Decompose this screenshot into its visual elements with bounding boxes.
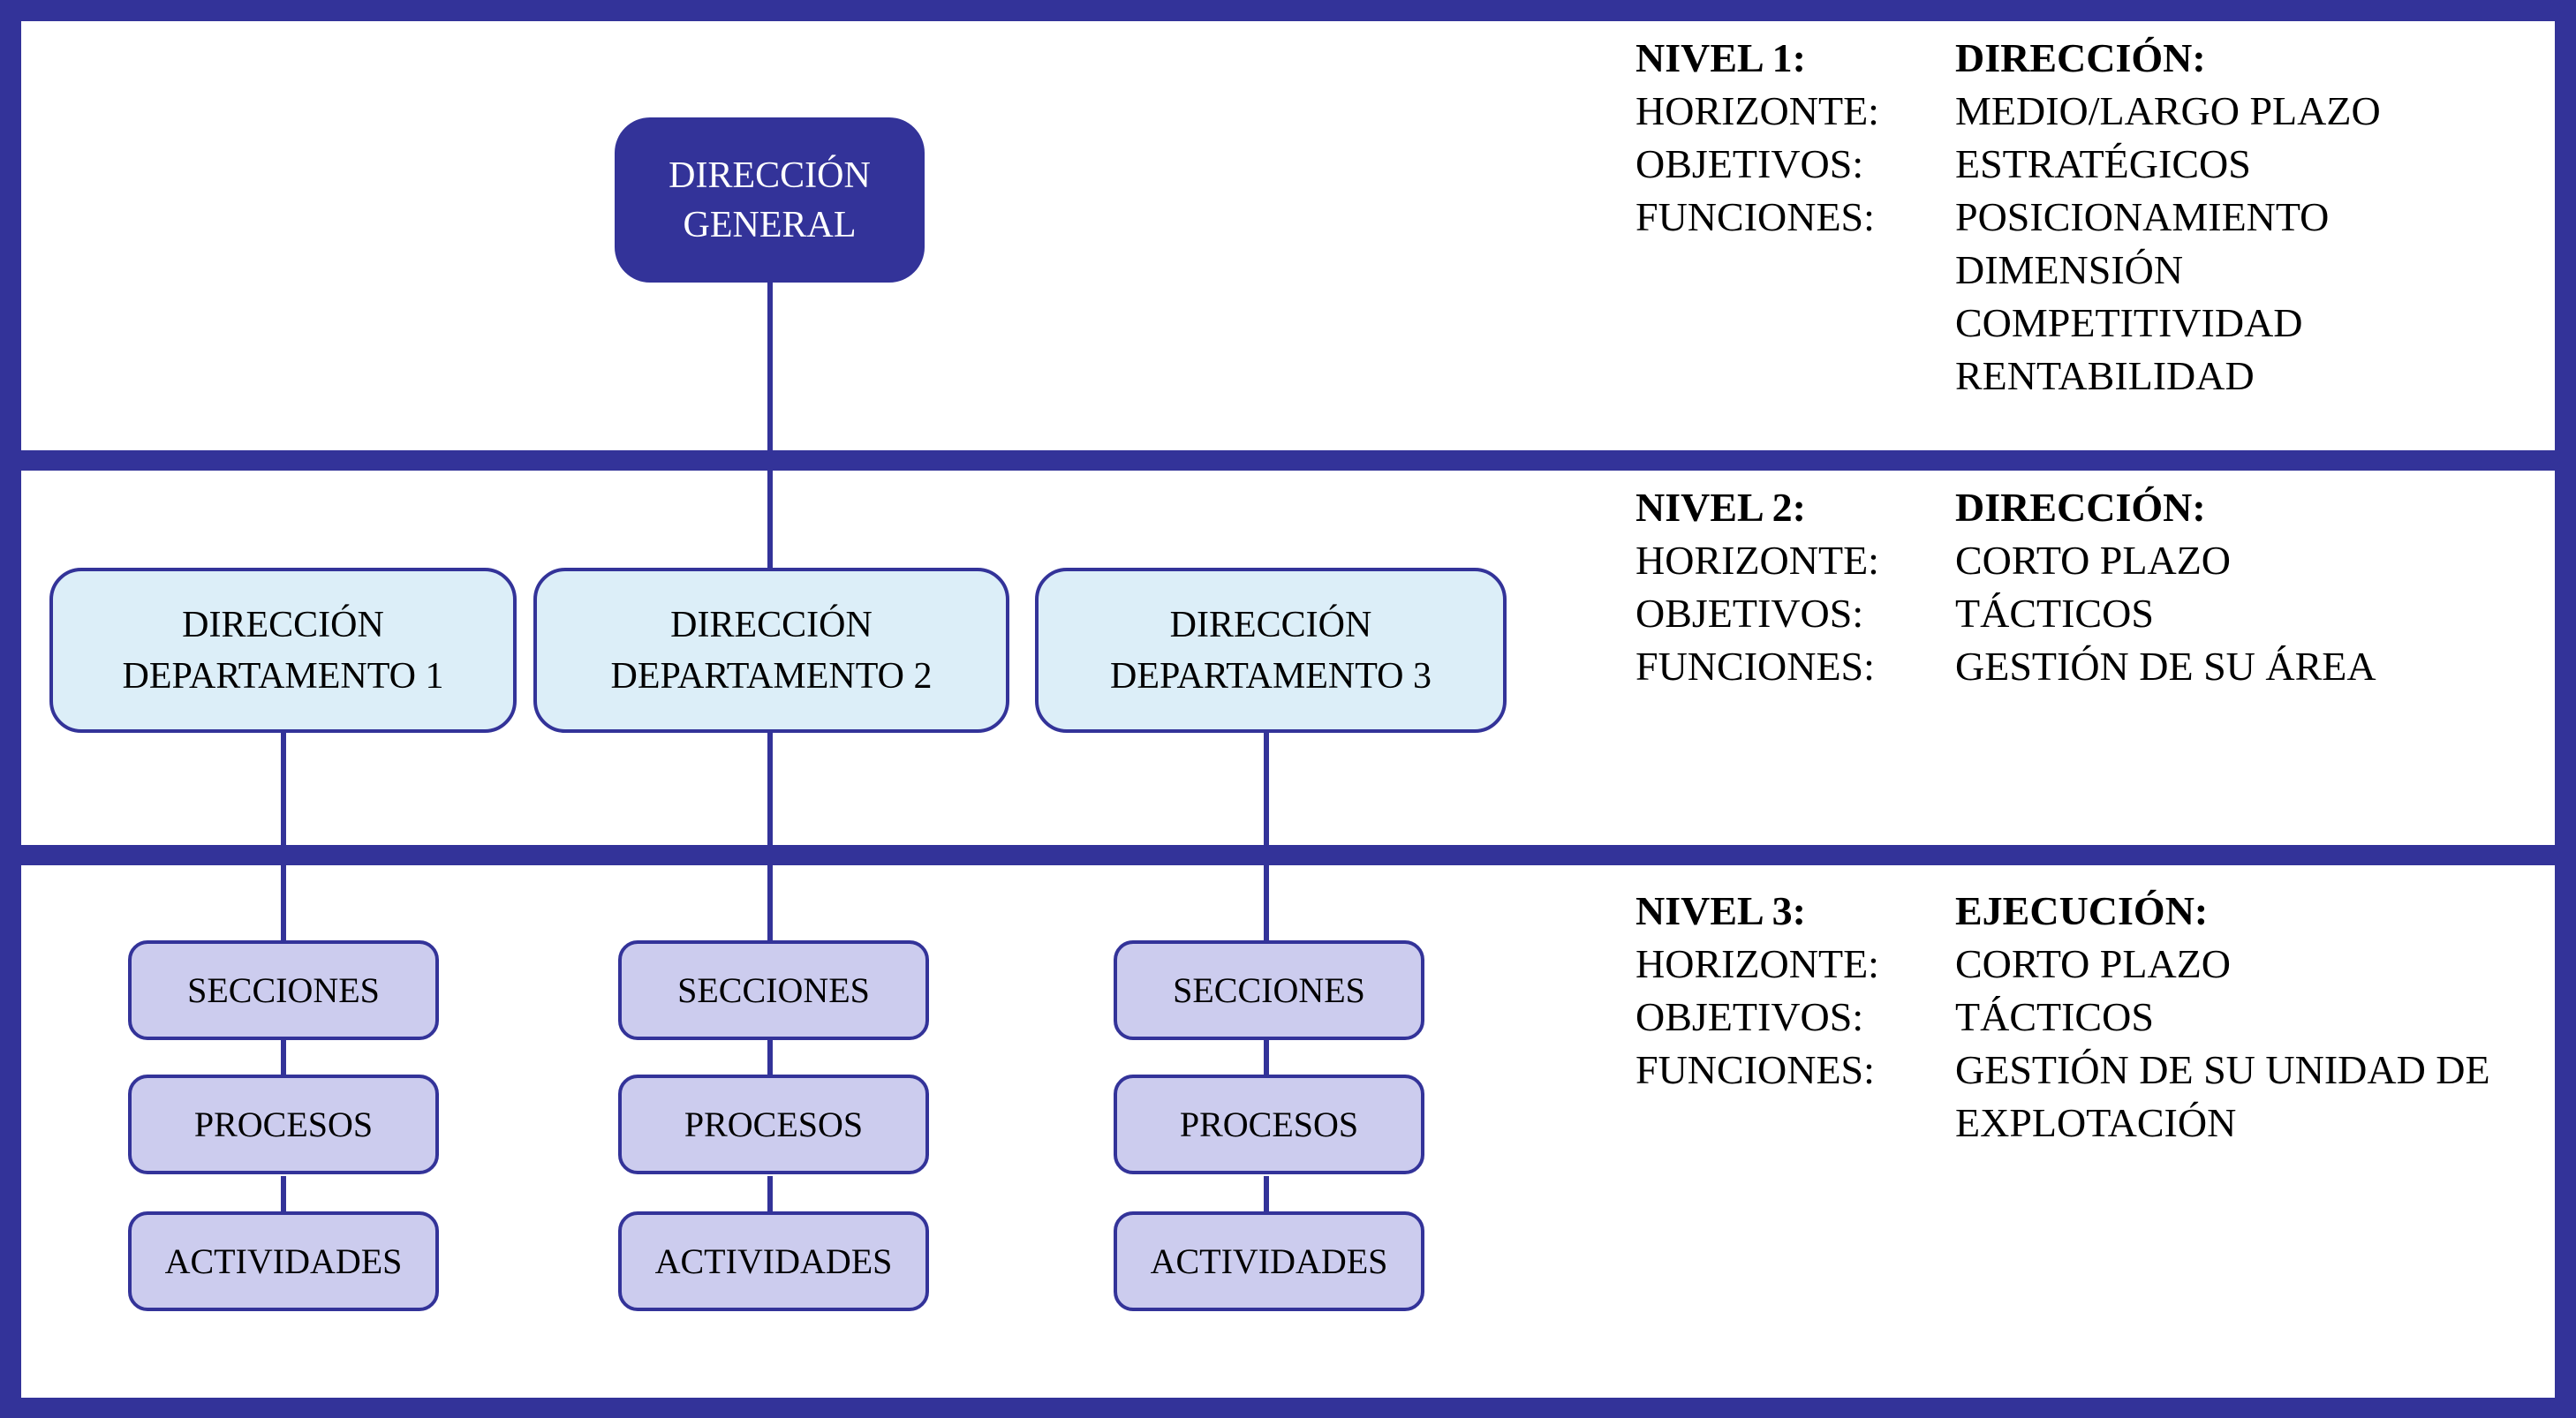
node-label-line: DIRECCIÓN bbox=[670, 604, 873, 645]
level-row-value: TÁCTICOS bbox=[1955, 591, 2154, 636]
level-row-label: NIVEL 2: bbox=[1635, 485, 1806, 530]
node-direccion-departamento-3: DIRECCIÓN DEPARTAMENTO 3 bbox=[1035, 568, 1507, 733]
level-row-value: EJECUCIÓN: bbox=[1955, 888, 2209, 933]
level-row-label: OBJETIVOS: bbox=[1635, 994, 1864, 1039]
level-row-value: DIRECCIÓN: bbox=[1955, 35, 2206, 80]
level-row-value: EXPLOTACIÓN bbox=[1955, 1100, 2237, 1145]
level-row-label bbox=[1635, 244, 1955, 297]
node-label-line: DEPARTAMENTO 2 bbox=[610, 655, 933, 697]
node-procesos-col1: PROCESOS bbox=[128, 1075, 439, 1174]
level-row-label: NIVEL 1: bbox=[1635, 35, 1806, 80]
connector-dept2-to-secciones bbox=[767, 733, 773, 940]
node-procesos-col2: PROCESOS bbox=[618, 1075, 929, 1174]
connector-dept1-to-secciones bbox=[281, 733, 286, 940]
connector-secciones-to-procesos-col3 bbox=[1264, 1040, 1269, 1075]
node-label-line: DEPARTAMENTO 3 bbox=[1110, 655, 1432, 697]
node-actividades-col2: ACTIVIDADES bbox=[618, 1211, 929, 1311]
level-row-value: MEDIO/LARGO PLAZO bbox=[1955, 88, 2381, 133]
node-actividades-col1: ACTIVIDADES bbox=[128, 1211, 439, 1311]
level-row-value: COMPETITIVIDAD bbox=[1955, 300, 2303, 345]
level-3-description: NIVEL 3: EJECUCIÓN: HORIZONTE: CORTO PLA… bbox=[1635, 885, 2536, 1150]
node-direccion-departamento-2: DIRECCIÓN DEPARTAMENTO 2 bbox=[533, 568, 1009, 733]
node-label-line: DIRECCIÓN bbox=[669, 155, 871, 196]
node-secciones-col1: SECCIONES bbox=[128, 940, 439, 1040]
level-row-label: NIVEL 3: bbox=[1635, 888, 1806, 933]
node-label-line: DEPARTAMENTO 1 bbox=[122, 655, 444, 697]
connector-procesos-to-actividades-col1 bbox=[281, 1176, 286, 1211]
node-label-line: DIRECCIÓN bbox=[1169, 604, 1372, 645]
connector-procesos-to-actividades-col3 bbox=[1264, 1176, 1269, 1211]
node-actividades-col3: ACTIVIDADES bbox=[1114, 1211, 1424, 1311]
level-row-label: HORIZONTE: bbox=[1635, 538, 1879, 583]
level-row-value: CORTO PLAZO bbox=[1955, 941, 2232, 986]
level-row-label: FUNCIONES: bbox=[1635, 644, 1875, 689]
node-secciones-col3: SECCIONES bbox=[1114, 940, 1424, 1040]
level-row-value: POSICIONAMIENTO bbox=[1955, 194, 2330, 239]
connector-procesos-to-actividades-col2 bbox=[767, 1176, 773, 1211]
connector-general-to-dept2 bbox=[767, 283, 773, 568]
connector-dept3-to-secciones bbox=[1264, 733, 1269, 940]
level-row-value: RENTABILIDAD bbox=[1955, 353, 2255, 398]
level-row-value: DIMENSIÓN bbox=[1955, 247, 2184, 292]
node-direccion-departamento-1: DIRECCIÓN DEPARTAMENTO 1 bbox=[49, 568, 517, 733]
level-1-band bbox=[21, 21, 2555, 450]
node-label-line: DIRECCIÓN bbox=[182, 604, 384, 645]
level-row-label bbox=[1635, 350, 1955, 403]
level-row-value: GESTIÓN DE SU ÁREA bbox=[1955, 644, 2376, 689]
connector-secciones-to-procesos-col2 bbox=[767, 1040, 773, 1075]
level-1-description: NIVEL 1: DIRECCIÓN: HORIZONTE: MEDIO/LAR… bbox=[1635, 32, 2536, 403]
level-row-label: FUNCIONES: bbox=[1635, 194, 1875, 239]
level-row-label: FUNCIONES: bbox=[1635, 1047, 1875, 1092]
node-label-line: GENERAL bbox=[683, 204, 857, 245]
level-row-label: OBJETIVOS: bbox=[1635, 591, 1864, 636]
level-row-value: TÁCTICOS bbox=[1955, 994, 2154, 1039]
level-2-description: NIVEL 2: DIRECCIÓN: HORIZONTE: CORTO PLA… bbox=[1635, 481, 2536, 693]
level-row-value: ESTRATÉGICOS bbox=[1955, 141, 2251, 186]
level-row-label: HORIZONTE: bbox=[1635, 88, 1879, 133]
node-procesos-col3: PROCESOS bbox=[1114, 1075, 1424, 1174]
level-row-value: GESTIÓN DE SU UNIDAD DE bbox=[1955, 1047, 2490, 1092]
level-row-label bbox=[1635, 297, 1955, 350]
level-row-label: OBJETIVOS: bbox=[1635, 141, 1864, 186]
level-row-label: HORIZONTE: bbox=[1635, 941, 1879, 986]
level-row-value: DIRECCIÓN: bbox=[1955, 485, 2206, 530]
node-secciones-col2: SECCIONES bbox=[618, 940, 929, 1040]
connector-secciones-to-procesos-col1 bbox=[281, 1040, 286, 1075]
node-direccion-general: DIRECCIÓN GENERAL bbox=[615, 117, 925, 283]
level-row-label bbox=[1635, 1097, 1955, 1150]
level-row-value: CORTO PLAZO bbox=[1955, 538, 2232, 583]
